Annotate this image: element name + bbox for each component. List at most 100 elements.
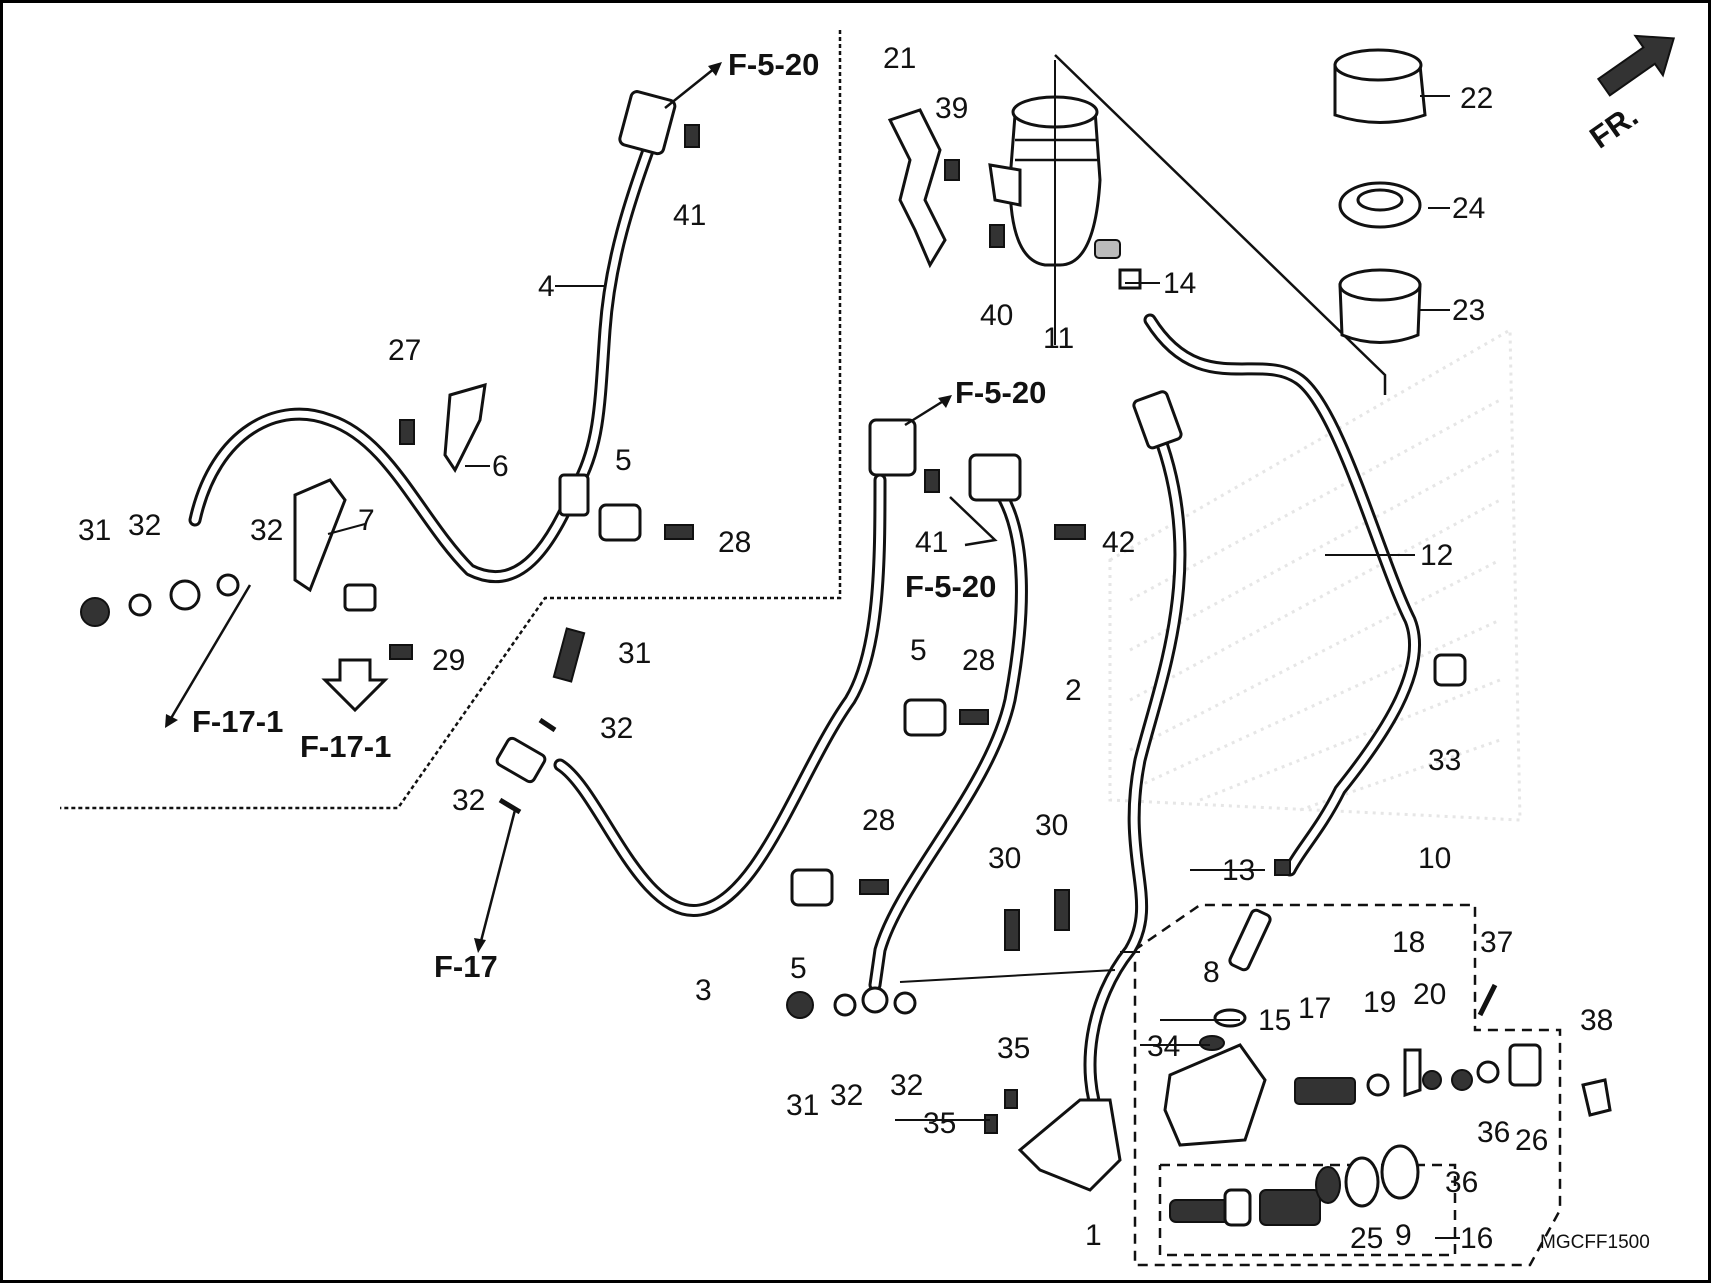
bracket-21 [887,108,947,269]
reservoir-cap-22 [1333,48,1427,124]
callout-24: 24 [1452,192,1485,225]
clamps [293,382,1612,1117]
diaphragm-23 [1338,268,1422,344]
callout-4: 4 [538,270,555,303]
bolt-40 [989,224,1005,248]
washer-32a [128,593,152,617]
washer-32c [538,717,557,733]
callout-17: 17 [1298,992,1331,1025]
plate-18 [1403,1048,1422,1098]
bolt-39 [944,159,960,181]
callout-21: 21 [883,42,916,75]
hollow-arrow [321,658,389,713]
callout-9: 9 [1395,1219,1412,1252]
callout-30b: 30 [1035,809,1068,842]
callout-19: 19 [1363,986,1396,1019]
spring-16 [1169,1199,1231,1223]
callout-35b: 35 [923,1107,956,1140]
callout-8: 8 [1203,956,1220,989]
bolt-31c [786,991,814,1019]
clip-14 [1118,268,1142,290]
clip-38 [1581,1078,1612,1117]
callout-32e: 32 [830,1079,863,1112]
clamp-7 [293,478,347,593]
clip-33 [1433,653,1467,687]
callout-39: 39 [935,92,968,125]
bolt-30a [1004,909,1020,951]
callout-5c: 5 [790,952,807,985]
callout-22: 22 [1460,82,1493,115]
brake-hose-2 [861,453,1028,1014]
callout-15: 15 [1258,1004,1291,1037]
leader-lines [327,60,1460,1239]
master-cylinder-10 [1163,908,1500,1227]
callout-35a: 35 [997,1032,1030,1065]
callout-2: 2 [1065,674,1082,707]
fitting-left [169,579,201,611]
bolt-31b [552,627,586,683]
clip-13 [1274,859,1291,876]
callout-31a: 31 [78,514,111,547]
callout-28b: 28 [962,644,995,677]
callout-7: 7 [358,504,375,537]
washer-36b [1476,1060,1500,1084]
callout-20: 20 [1413,978,1446,1011]
brake-hose-3 [495,418,917,917]
callout-30a: 30 [988,842,1021,875]
piston-16 [1259,1189,1321,1226]
callout-28c: 28 [862,804,895,837]
ref-f5-20-low: F-5-20 [905,569,996,604]
callout-38: 38 [1580,1004,1613,1037]
callout-25: 25 [1350,1222,1383,1255]
callout-1: 1 [1085,1219,1102,1252]
screw-35a [1004,1089,1018,1109]
bolt-41a [684,124,700,148]
callout-36a: 36 [1445,1166,1478,1199]
callout-5b: 5 [910,634,927,667]
callout-12: 12 [1420,539,1453,572]
callout-41a: 41 [673,199,706,232]
nut-20 [1422,1070,1442,1090]
diagram-code: MGCFF1500 [1540,1232,1650,1253]
callout-11: 11 [1043,322,1074,355]
callout-14: 14 [1163,267,1196,300]
callout-26: 26 [1515,1124,1548,1157]
bolt-28c [859,879,889,895]
ref-f5-20-top: F-5-20 [728,47,819,82]
bolt-28a [664,524,694,540]
callout-27: 27 [388,334,421,367]
ref-labels: F-5-20 F-5-20 F-5-20 F-17-1 F-17-1 F-17 … [192,47,1650,1253]
boot-25 [1344,1156,1380,1208]
clamp-5c [790,868,834,907]
callout-6: 6 [492,450,509,483]
pin-37 [1477,983,1498,1017]
washer-32d [498,797,522,815]
bolt-28b [959,709,989,725]
callout-3: 3 [695,974,712,1007]
joint-8 [1228,908,1272,972]
screw-35b [984,1114,998,1134]
callout-32f: 32 [890,1069,923,1102]
callout-31c: 31 [786,1089,819,1122]
washer-36a [1451,1069,1473,1091]
callout-16: 16 [1460,1222,1493,1255]
washer-19 [1366,1073,1390,1097]
front-marker: FR. [1583,98,1644,155]
ref-f17: F-17 [434,949,498,984]
circlip-34 [1199,1035,1225,1051]
clamp-5b [903,698,947,737]
callout-13: 13 [1222,854,1255,887]
callout-32b: 32 [250,514,283,547]
reservoir-hose-12 [1143,313,1421,877]
ref-f17-1-left: F-17-1 [192,704,283,739]
fr-arrow [1596,34,1676,97]
watermark [1108,327,1522,822]
clip-26 [1508,1043,1542,1087]
ring-9 [1380,1144,1420,1200]
ref-arrows [165,34,1676,953]
clip-6 [443,382,487,473]
washer-32e [833,993,857,1017]
callout-32a: 32 [128,509,161,542]
oring-15 [1213,1008,1247,1028]
